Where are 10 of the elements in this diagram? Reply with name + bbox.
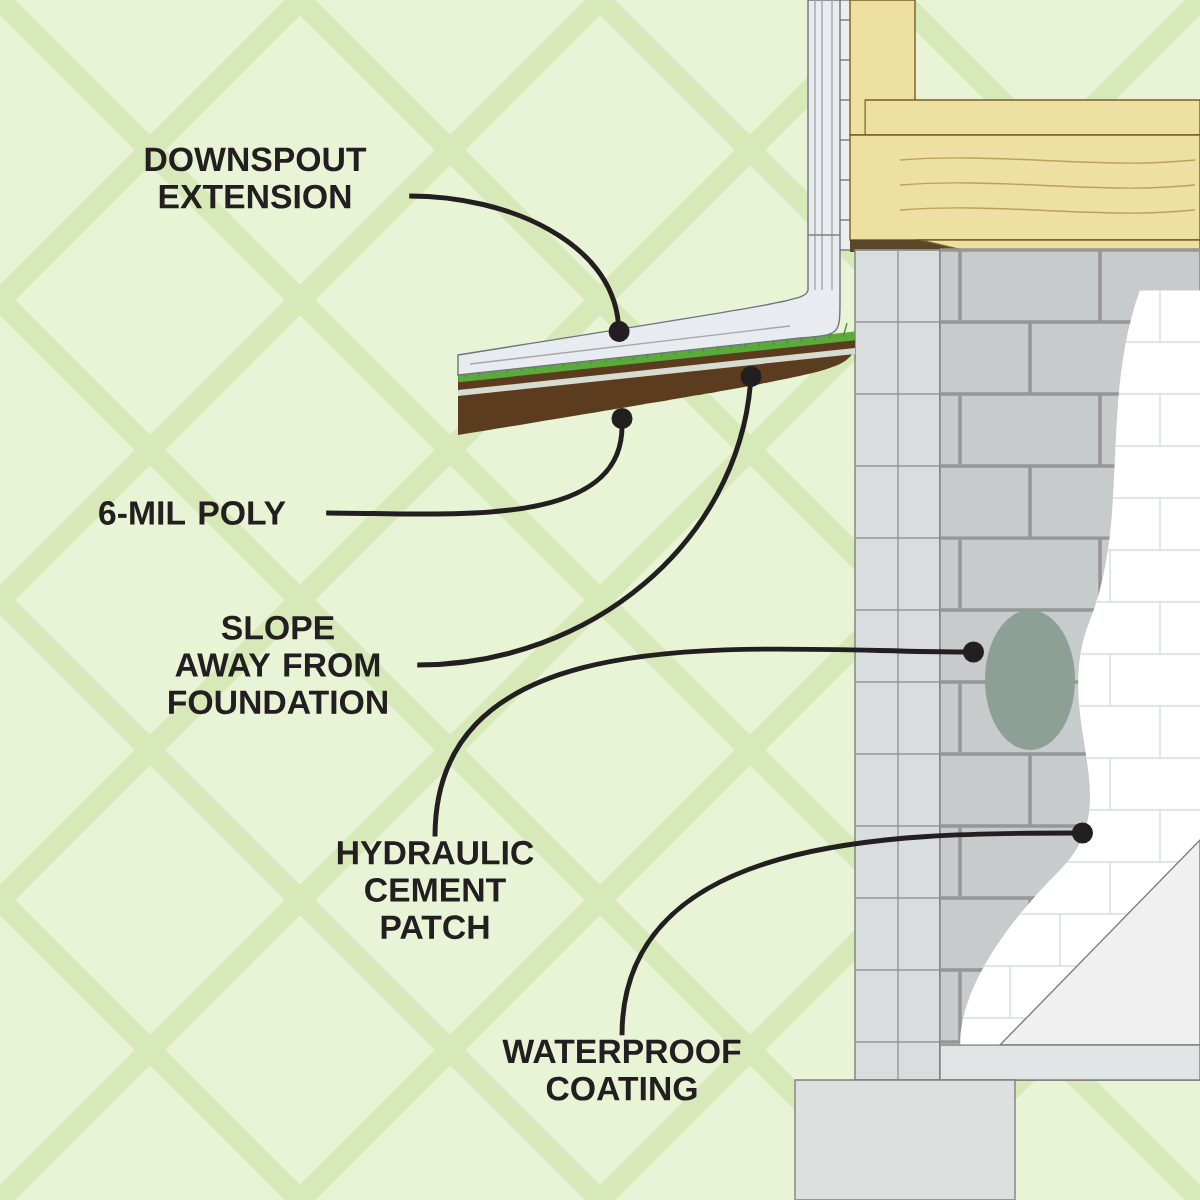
leader-line — [417, 365, 762, 668]
callout-label: SLOPE AWAY FROM FOUNDATION — [169, 615, 387, 715]
callout-label: WATERPROOF COATING — [502, 1039, 741, 1101]
leader-line — [432, 641, 984, 837]
callout-label: 6-MIL POLY — [99, 501, 286, 525]
leader-line — [619, 822, 1093, 1036]
callout-label: DOWNSPOUT EXTENSION — [145, 147, 367, 209]
leader-line — [409, 193, 630, 343]
leader-line — [326, 408, 633, 517]
callout-label: HYDRAULIC CEMENT PATCH — [337, 840, 534, 940]
